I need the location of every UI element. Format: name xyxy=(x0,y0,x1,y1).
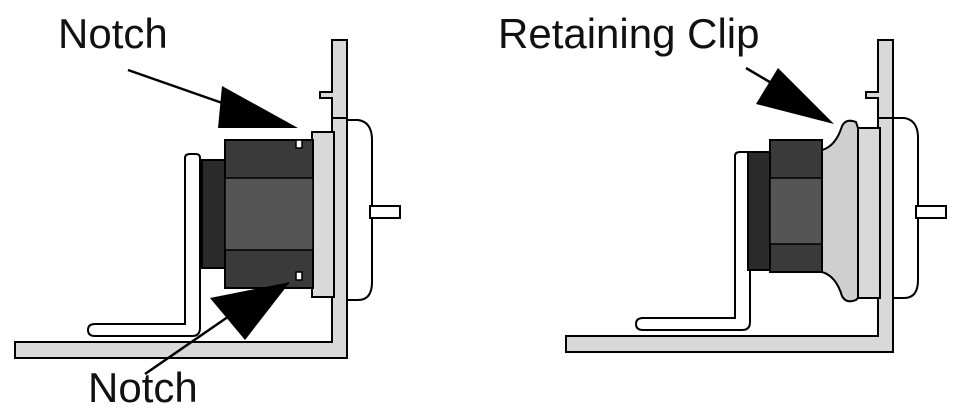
connector-body xyxy=(201,139,314,289)
connector-pin xyxy=(915,205,947,219)
retaining-clip xyxy=(821,119,859,303)
bottom-notch xyxy=(295,271,303,281)
retaining-clip-label: Retaining Clip xyxy=(498,10,759,57)
top-notch-label: Notch xyxy=(58,10,168,57)
connector-body xyxy=(747,139,823,273)
mounting-wall xyxy=(319,39,348,119)
connector-pin xyxy=(369,205,401,219)
support-bracket xyxy=(634,151,751,331)
left-panel: Notch Notch xyxy=(14,10,401,411)
top-notch xyxy=(295,139,303,149)
rear-cover xyxy=(892,117,919,299)
bottom-notch-callout-arrow xyxy=(144,282,290,376)
top-notch-callout-arrow xyxy=(127,68,298,128)
front-panel xyxy=(857,127,881,299)
bottom-notch-label: Notch xyxy=(88,364,198,411)
mounting-wall xyxy=(865,39,894,119)
rear-cover xyxy=(346,119,373,301)
support-bracket xyxy=(86,153,201,337)
front-panel xyxy=(311,131,335,298)
retaining-clip-callout-arrow xyxy=(745,66,834,124)
right-panel: Retaining Clip xyxy=(498,10,947,353)
